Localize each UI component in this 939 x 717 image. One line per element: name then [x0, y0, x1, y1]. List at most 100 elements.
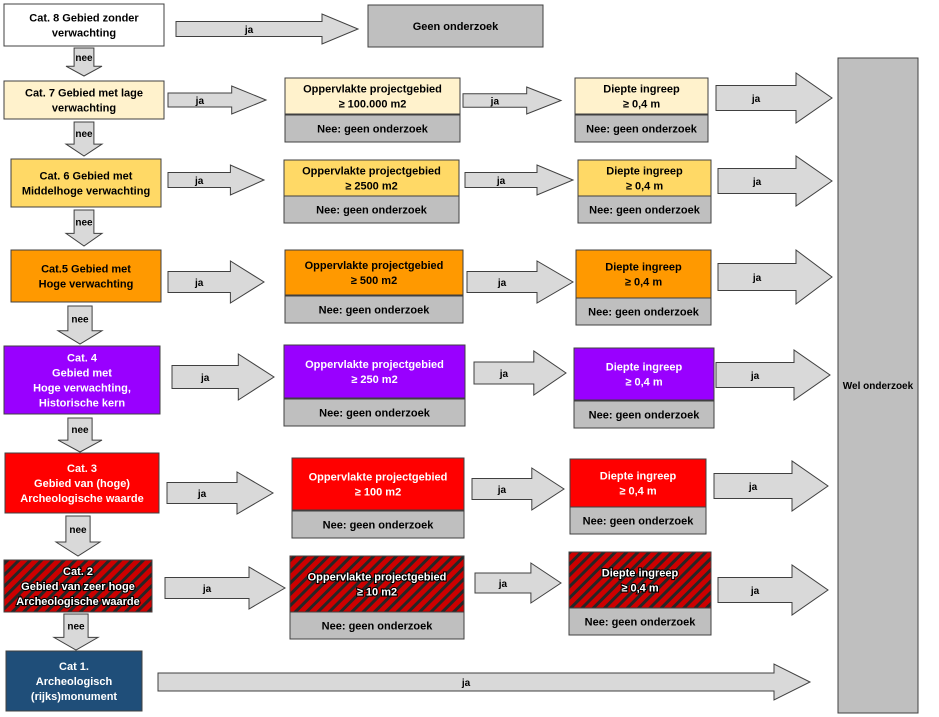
area-box-row5-text: ≥ 100 m2: [355, 486, 401, 498]
depth-box-row2: [577, 159, 712, 197]
arrow-nee-7: [52, 613, 100, 651]
depth-box-row5-text: ≥ 0,4 m: [619, 485, 656, 497]
cat-box-row4-text: Gebied met: [52, 367, 112, 379]
area-box-row4: [283, 344, 466, 399]
arrow-ja-area-row6: [474, 562, 562, 604]
area-no-box-row5: [291, 510, 465, 539]
area-box-row4-text: Oppervlakte projectgebied: [305, 359, 444, 371]
geen-onderzoek-box: [367, 4, 544, 48]
depth-no-box-row5-text: Nee: geen onderzoek: [583, 516, 695, 528]
depth-no-box-row2: [577, 195, 712, 224]
depth-box-row4-text: ≥ 0,4 m: [625, 376, 662, 388]
depth-box-row2-text: ≥ 0,4 m: [626, 180, 663, 192]
depth-box-row4: [573, 347, 715, 401]
area-box-row2-text: ≥ 2500 m2: [345, 180, 398, 192]
cat-box-row4-text: Cat. 4: [67, 352, 98, 364]
depth-box-row1-text: ≥ 0,4 m: [623, 98, 660, 110]
arrow-ja-cat1: [157, 663, 812, 701]
arrow-ja-area-row2-label: ja: [496, 176, 506, 187]
cat8-box-text: verwachting: [52, 27, 116, 39]
area-no-box-row4-text: Nee: geen onderzoek: [319, 408, 431, 420]
arrow-ja-depth-row1-label: ja: [751, 94, 761, 105]
arrow-nee-3: [64, 209, 104, 247]
cat-box-row3-text: Hoge verwachting: [39, 278, 134, 290]
depth-box-row6: [568, 551, 712, 609]
area-box-row2: [283, 159, 460, 197]
arrow-ja-depth-row2-label: ja: [752, 177, 762, 188]
depth-box-row3-text: Diepte ingreep: [605, 261, 682, 273]
depth-no-box-row1: [574, 114, 709, 143]
depth-no-box-row6-text: Nee: geen onderzoek: [585, 617, 697, 629]
depth-no-box-row6: [568, 607, 712, 636]
cat1-box-text: (rijks)monument: [31, 691, 118, 703]
area-box-row6-text: Oppervlakte projectgebied: [308, 571, 447, 583]
arrow-ja-cat1-label: ja: [461, 678, 471, 689]
area-box-row1-text: ≥ 100.000 m2: [339, 98, 407, 110]
arrow-ja-area-row6-label: ja: [498, 579, 508, 590]
arrow-ja-category-row3: [167, 260, 265, 304]
cat-box-row2: [10, 158, 162, 208]
arrow-ja-area-row2: [464, 164, 575, 196]
cat-box-row5-text: Archeologische waarde: [20, 493, 144, 505]
arrow-ja-depth-row2: [717, 155, 833, 207]
arrow-ja-category-row3-label: ja: [194, 278, 204, 289]
arrow-nee-1: [65, 47, 103, 77]
arrow-ja-depth-row5: [713, 460, 829, 512]
depth-box-row6-text: ≥ 0,4 m: [621, 582, 658, 594]
area-box-row1: [284, 77, 461, 115]
area-box-row4-text: ≥ 250 m2: [351, 374, 397, 386]
area-box-row6: [289, 555, 465, 613]
arrow-nee-6: [54, 515, 102, 557]
depth-box-row3: [575, 249, 712, 299]
depth-no-box-row4-text: Nee: geen onderzoek: [589, 410, 701, 422]
wel-onderzoek-box: [837, 57, 919, 714]
area-no-box-row4: [283, 398, 466, 427]
depth-box-row5-text: Diepte ingreep: [600, 470, 677, 482]
arrow-ja-area-row4-label: ja: [499, 369, 509, 380]
cat-box-row1-text: Cat. 7 Gebied met lage: [25, 87, 143, 99]
area-no-box-row6: [289, 611, 465, 640]
cat-box-row6: [3, 559, 153, 613]
cat-box-row2-text: Cat. 6 Gebied met: [40, 170, 133, 182]
wel-onderzoek-text: Wel onderzoek: [843, 381, 914, 392]
cat-box-row4: [3, 345, 161, 415]
area-box-row6-text: ≥ 10 m2: [357, 586, 397, 598]
area-no-box-row1-text: Nee: geen onderzoek: [317, 124, 429, 136]
cat1-box: [5, 650, 143, 712]
arrow-ja-category-row4: [171, 353, 275, 401]
area-no-box-row6-text: Nee: geen onderzoek: [322, 621, 434, 633]
area-box-row3-text: Oppervlakte projectgebied: [305, 260, 444, 272]
arrow-nee-1-label: nee: [75, 53, 93, 64]
area-no-box-row3-text: Nee: geen onderzoek: [319, 305, 431, 317]
depth-no-box-row1-text: Nee: geen onderzoek: [586, 124, 698, 136]
arrow-ja-cat8-label: ja: [244, 25, 254, 36]
arrow-nee-2: [64, 121, 104, 157]
arrow-ja-category-row1-label: ja: [195, 96, 205, 107]
area-no-box-row2-text: Nee: geen onderzoek: [316, 205, 428, 217]
arrow-nee-6-label: nee: [69, 525, 87, 536]
arrow-ja-depth-row4-label: ja: [750, 371, 760, 382]
arrow-nee-5: [57, 417, 103, 453]
cat-box-row2-text: Middelhoge verwachting: [22, 185, 150, 197]
depth-box-row1: [574, 77, 709, 115]
cat-box-row6-text: Cat. 2: [63, 566, 93, 578]
cat-box-row6-text: Gebied van zeer hoge: [21, 581, 135, 593]
arrow-ja-category-row5-label: ja: [197, 489, 207, 500]
cat-box-row4-text: Hoge verwachting,: [33, 382, 131, 394]
arrow-ja-area-row5-label: ja: [497, 485, 507, 496]
arrow-nee-5-label: nee: [71, 425, 89, 436]
arrow-ja-depth-row4: [715, 349, 831, 401]
cat1-box-text: Cat 1.: [59, 661, 89, 673]
cat1-box-text: Archeologisch: [36, 676, 113, 688]
cat-box-row5-text: Gebied van (hoge): [34, 478, 130, 490]
arrow-ja-category-row1: [167, 85, 268, 115]
arrow-ja-depth-row3-label: ja: [752, 273, 762, 284]
arrow-ja-depth-row3: [717, 249, 833, 305]
cat8-box-text: Cat. 8 Gebied zonder: [29, 12, 139, 24]
arrow-ja-area-row5: [471, 467, 565, 511]
geen-onderzoek-box-text: Geen onderzoek: [413, 21, 499, 33]
arrow-ja-category-row6: [164, 566, 286, 610]
arrow-nee-4-label: nee: [71, 314, 89, 325]
arrow-ja-category-row2-label: ja: [194, 176, 204, 187]
